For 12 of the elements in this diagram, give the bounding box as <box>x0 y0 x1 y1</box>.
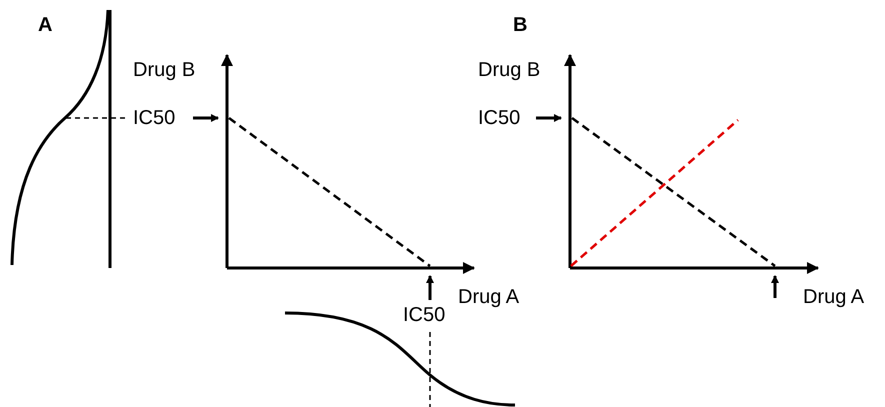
panel-label: B <box>513 14 528 36</box>
ic50-label: IC50 <box>403 304 446 326</box>
axis-label: Drug B <box>133 59 196 81</box>
axis-label: Drug B <box>478 59 540 81</box>
axis-label: Drug A <box>458 286 520 308</box>
panel-label: A <box>38 14 52 36</box>
ic50-label: IC50 <box>478 107 520 129</box>
ic50-label: IC50 <box>133 107 176 129</box>
pointer-arrow <box>536 114 562 122</box>
axis-label: Drug A <box>803 286 864 308</box>
pointer-arrow <box>193 114 219 122</box>
pointer-arrow <box>426 275 434 300</box>
